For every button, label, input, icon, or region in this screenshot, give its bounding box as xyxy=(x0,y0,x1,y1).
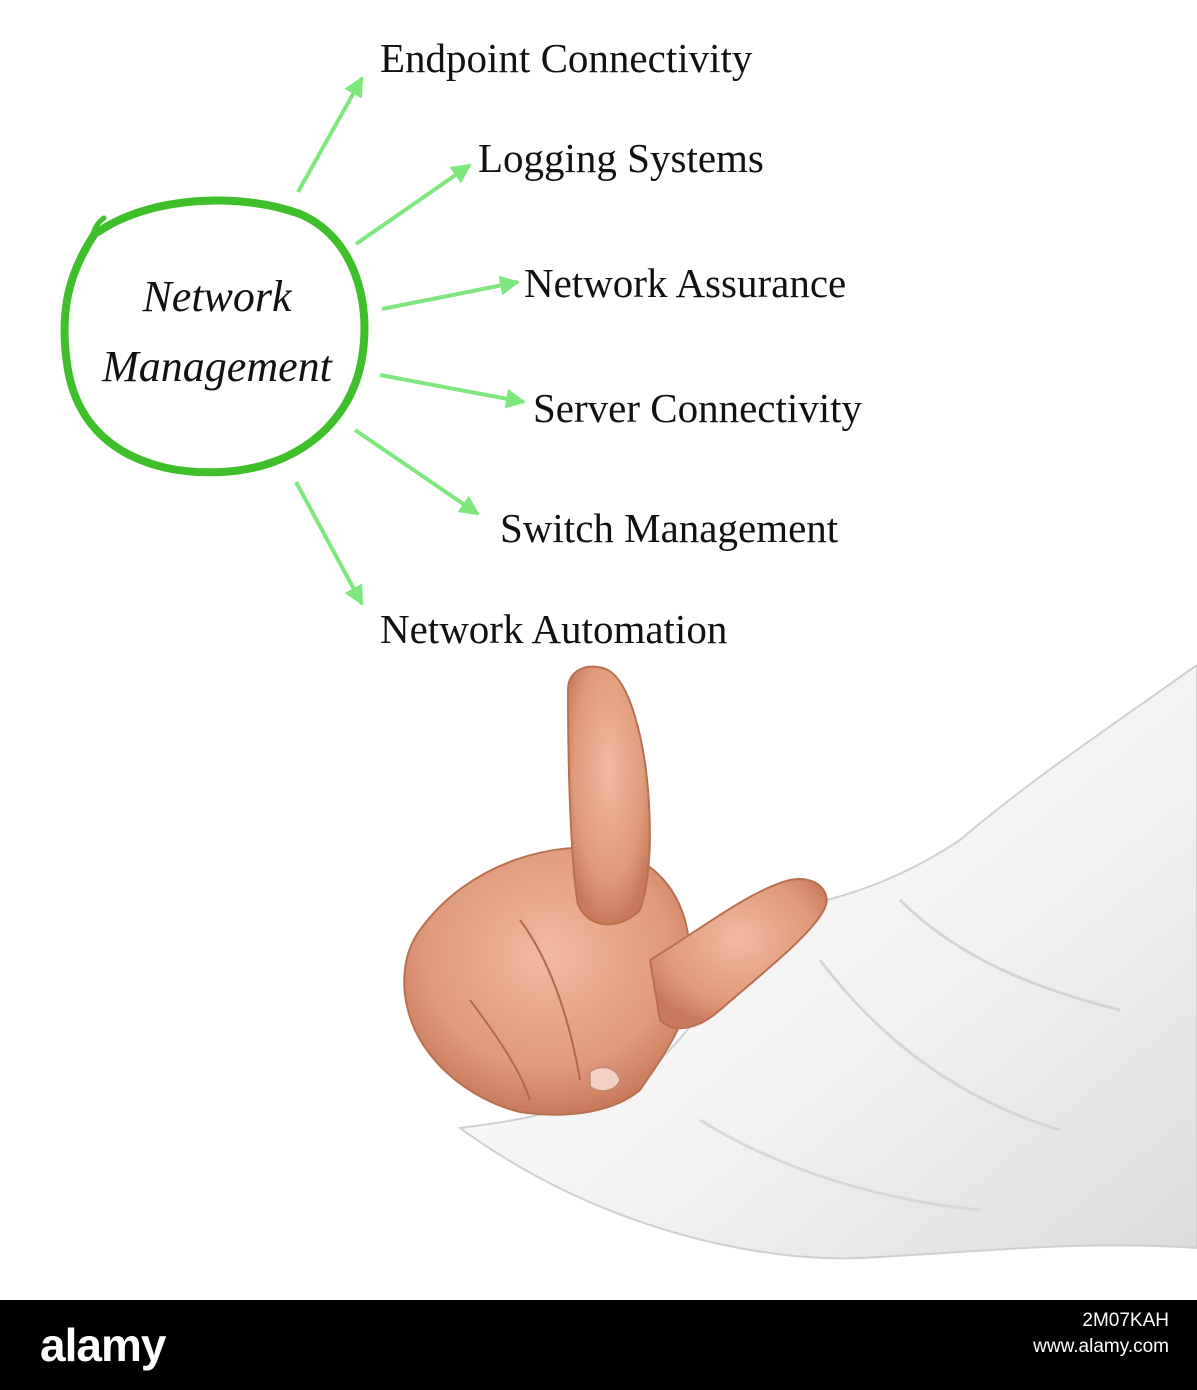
hub-label-line2: Management xyxy=(102,342,332,392)
hand-fist xyxy=(403,846,693,1116)
arrow-network-assurance xyxy=(381,275,520,311)
fingernail xyxy=(589,1066,621,1092)
index-finger xyxy=(566,665,651,926)
hub-label: Network Management xyxy=(62,262,372,403)
hub-label-line1: Network xyxy=(142,272,292,321)
item-endpoint-connectivity: Endpoint Connectivity xyxy=(380,35,753,81)
arrow-switch-management xyxy=(353,428,480,516)
item-server-connectivity: Server Connectivity xyxy=(533,385,863,431)
diagram-graphics xyxy=(60,76,1197,1260)
sleeve-fold xyxy=(699,1118,981,1212)
item-logging-systems: Logging Systems xyxy=(478,135,764,181)
item-network-assurance: Network Assurance xyxy=(524,260,847,306)
arrow-logging-systems xyxy=(354,163,472,246)
network-management-diagram: Network Management Endpoint Connectivity… xyxy=(60,35,1197,1260)
item-switch-management: Switch Management xyxy=(500,505,839,551)
hub-circle xyxy=(60,196,369,477)
site-url: www.alamy.com xyxy=(1033,1335,1169,1357)
arrow-server-connectivity xyxy=(379,373,526,409)
thumb xyxy=(648,878,828,1030)
hub-circle-stroke-end xyxy=(89,215,107,241)
alamy-logo: alamy xyxy=(40,1319,166,1371)
sleeve-fold xyxy=(818,959,1061,1132)
knuckle-crease xyxy=(519,919,581,1081)
image-id-block: 2M07KAH www.alamy.com xyxy=(1033,1308,1169,1359)
image-id: 2M07KAH xyxy=(1082,1310,1169,1331)
arrow-endpoint-connectivity xyxy=(296,76,364,193)
item-network-automation: Network Automation xyxy=(380,606,728,652)
stock-footer-bar: alamy 2M07KAH www.alamy.com xyxy=(0,1300,1197,1390)
sleeve-fold xyxy=(898,898,1121,1012)
knuckle-crease xyxy=(469,999,531,1101)
arrow-network-automation xyxy=(294,481,364,606)
pointing-hand-photo xyxy=(403,663,1197,1260)
